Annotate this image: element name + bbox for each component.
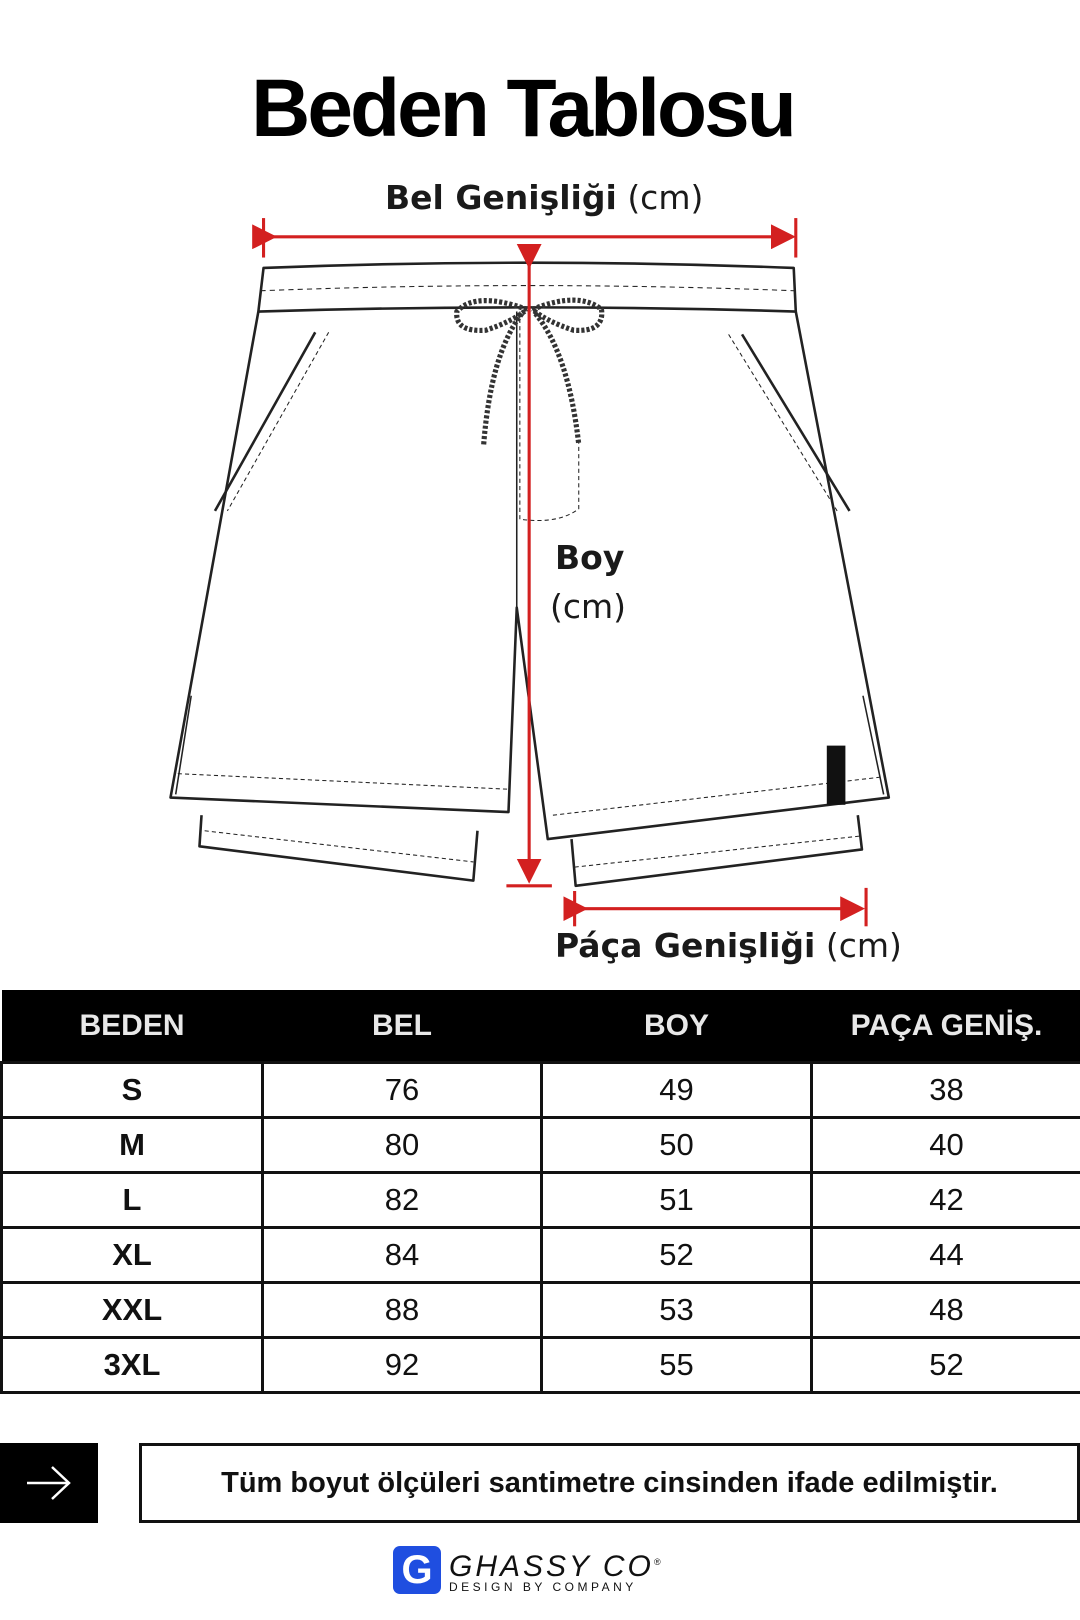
left-pocket [213,331,317,512]
right-pocket [740,333,851,512]
size-cell: XXL [0,1281,264,1339]
waist-cell: 84 [261,1226,543,1284]
length-cell: 49 [540,1061,813,1119]
length-cell: 51 [540,1171,813,1229]
length-label: Boy [555,538,624,577]
page-title: Beden Tablosu [251,63,797,154]
waist-label-text: Bel Genişliği [385,178,617,217]
right-liner [570,815,864,888]
leg-cell: 44 [810,1226,1080,1284]
length-cell: 55 [540,1336,813,1394]
leg-cell: 48 [810,1281,1080,1339]
size-cell: S [0,1061,264,1119]
header-size: BEDEN [1,990,263,1063]
length-cell: 53 [540,1281,813,1339]
header-length: BOY [541,990,812,1063]
drawstring [454,297,605,445]
brand-logo: G GHASSY CO® DESIGN BY COMPANY [393,1546,663,1594]
waist-label: Bel Genişliği (cm) [385,178,703,217]
arrow-right-icon [27,1466,71,1500]
size-cell: L [0,1171,264,1229]
header-leg: PAÇA GENİŞ. [811,990,1080,1063]
leg-cell: 42 [810,1171,1080,1229]
leg-cell: 52 [810,1336,1080,1394]
leg-label-text: Páça Genişliği [555,926,816,965]
size-cell: 3XL [0,1336,264,1394]
length-unit: (cm) [550,587,627,626]
length-label-text: Boy [555,538,625,577]
leg-unit: (cm) [825,926,902,965]
registered-mark: ® [653,1556,664,1567]
size-cell: XL [0,1226,264,1284]
units-note: Tüm boyut ölçüleri santimetre cinsinden … [139,1443,1080,1523]
length-cell: 52 [540,1226,813,1284]
brand-tag [826,745,846,805]
leg-label: Páça Genişliği (cm) [555,926,902,965]
waist-cell: 80 [261,1116,543,1174]
logo-name-text: GHASSY CO [449,1549,654,1583]
size-cell: M [0,1116,264,1174]
waist-cell: 88 [261,1281,543,1339]
logo-mark: G [393,1546,441,1594]
header-waist: BEL [262,990,542,1063]
length-cell: 50 [540,1116,813,1174]
waist-cell: 92 [261,1336,543,1394]
leg-cell: 38 [810,1061,1080,1119]
left-liner [198,815,479,882]
arrow-box [0,1443,98,1523]
waist-cell: 76 [261,1061,543,1119]
logo-tagline: DESIGN BY COMPANY [449,1579,637,1594]
logo-name: GHASSY CO® [449,1548,663,1581]
table-header: BEDEN BEL BOY PAÇA GENİŞ. [1,990,1080,1063]
leg-cell: 40 [810,1116,1080,1174]
waist-cell: 82 [261,1171,543,1229]
waist-unit: (cm) [627,178,704,217]
